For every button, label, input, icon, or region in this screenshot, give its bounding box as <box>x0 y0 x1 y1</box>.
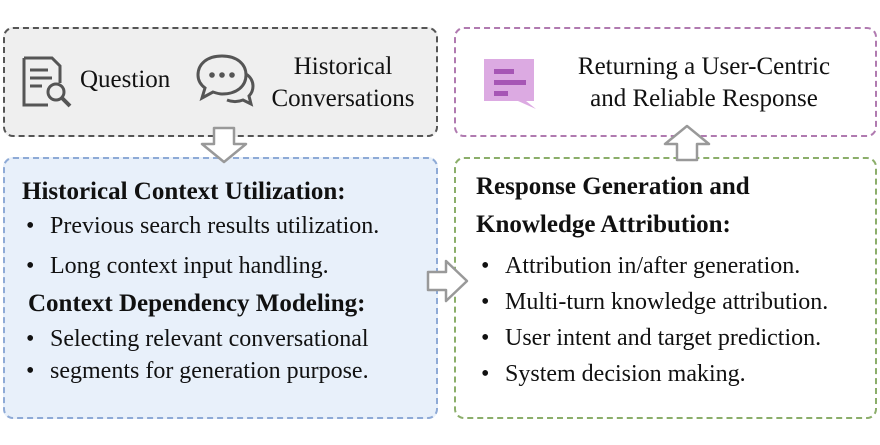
output-line2: and Reliable Response <box>590 85 818 112</box>
list-item: Attribution in/after generation. <box>481 250 828 282</box>
list-item: System decision making. <box>481 358 828 390</box>
document-search-icon <box>22 56 72 108</box>
list-item: Long context input handling. <box>26 250 379 282</box>
response-list: Attribution in/after generation. Multi-t… <box>481 250 828 390</box>
question-label: Question <box>80 66 171 93</box>
list-item-continuation: segments for generation purpose. <box>50 358 369 384</box>
list-item: Multi-turn knowledge attribution. <box>481 286 828 318</box>
output-label: Returning a User-Centric and Reliable Re… <box>548 51 860 115</box>
list-item: segments for generation purpose.​ <box>26 355 369 387</box>
context-heading-2: Context Dependency Modeling: <box>28 290 366 317</box>
input-box <box>3 27 438 137</box>
arrow-right-icon <box>426 259 469 303</box>
list-item: Previous search results utilization. <box>26 210 379 242</box>
response-heading: Response Generation and Knowledge Attrib… <box>476 171 750 241</box>
historical-line1: Historical <box>293 53 393 80</box>
list-item: Selecting relevant conversational <box>26 323 369 355</box>
chat-bubbles-icon <box>196 54 255 107</box>
historical-conversations-label: Historical Conversations <box>260 51 426 115</box>
output-line1: Returning a User-Centric <box>577 53 831 80</box>
response-heading-line1: Response Generation and <box>476 173 750 200</box>
context-list-2: Selecting relevant conversational segmen… <box>26 323 369 387</box>
historical-line2: Conversations <box>271 85 415 112</box>
context-list-1: Previous search results utilization. Lon… <box>26 210 379 282</box>
message-icon <box>484 59 536 109</box>
list-item: User intent and target prediction. <box>481 322 828 354</box>
arrow-down-icon <box>200 126 248 164</box>
context-heading-1: Historical Context Utilization: <box>22 178 346 205</box>
arrow-up-icon <box>663 124 711 162</box>
response-heading-line2: Knowledge Attribution: <box>476 211 731 238</box>
